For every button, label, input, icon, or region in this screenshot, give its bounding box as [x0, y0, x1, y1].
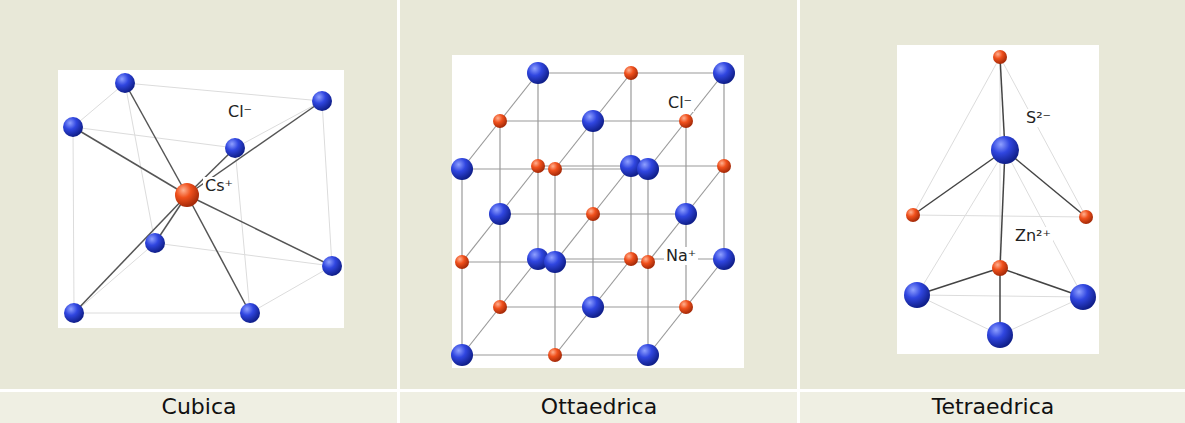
chloride-ion	[544, 251, 566, 273]
cell-ground	[400, 0, 797, 389]
caption-ground	[400, 392, 797, 423]
lattice-line	[593, 306, 686, 307]
caption-ground	[0, 392, 397, 423]
cell-ground	[0, 0, 397, 389]
lattice-line	[593, 213, 686, 214]
chloride-ion	[451, 158, 473, 180]
lattice-line	[500, 120, 593, 121]
lattice-line	[723, 166, 724, 259]
ion-label: Zn²⁺	[1013, 227, 1053, 245]
sodium-ion	[586, 207, 600, 221]
lattice-line	[630, 166, 631, 259]
sodium-ion	[717, 159, 731, 173]
ion-label: Cl⁻	[666, 94, 694, 112]
chloride-ion	[637, 344, 659, 366]
ion-label: Na⁺	[664, 247, 698, 265]
sodium-ion	[548, 348, 562, 362]
lattice-line	[593, 120, 686, 121]
cscl-structure	[63, 73, 342, 323]
sodium-ion	[624, 252, 638, 266]
cell-ground	[800, 0, 1185, 389]
lattice-line	[647, 262, 648, 355]
caption: Ottaedrica	[541, 395, 657, 419]
lattice-line	[461, 262, 462, 355]
zns-structure	[904, 50, 1096, 348]
caption-ground	[800, 392, 1185, 423]
lattice-line	[630, 73, 631, 166]
caption: Cubica	[162, 395, 237, 419]
chloride-ion	[713, 248, 735, 270]
chloride-ion	[582, 296, 604, 318]
lattice-line	[554, 169, 555, 262]
chloride-ion	[527, 62, 549, 84]
image-area	[58, 70, 344, 328]
sodium-ion	[641, 255, 655, 269]
chloride-ion	[582, 110, 604, 132]
ion-label: S²⁻	[1024, 109, 1053, 127]
ion-label: Cs⁺	[203, 177, 235, 195]
ion-label: Cl⁻	[226, 103, 254, 121]
lattice-line	[462, 354, 555, 355]
lattice-line	[647, 169, 648, 262]
lattice-line	[499, 214, 500, 307]
sodium-ion	[531, 159, 545, 173]
lattice-line	[592, 121, 593, 214]
image-area	[452, 55, 744, 368]
lattice-line	[499, 121, 500, 214]
lattice-line	[500, 213, 593, 214]
sodium-ion	[679, 114, 693, 128]
lattice-line	[555, 354, 648, 355]
chloride-ion	[489, 203, 511, 225]
lattice-line	[461, 169, 462, 262]
lattice-line	[592, 214, 593, 307]
lattice-line	[723, 73, 724, 166]
sodium-ion	[493, 114, 507, 128]
lattice-line	[538, 72, 631, 73]
lattice-line	[631, 72, 724, 73]
lattice-line	[685, 121, 686, 214]
lattice-line	[537, 166, 538, 259]
chloride-ion	[713, 62, 735, 84]
lattice-line	[537, 73, 538, 166]
sodium-ion	[624, 66, 638, 80]
lattice-line	[554, 262, 555, 355]
image-area	[897, 45, 1099, 354]
sodium-ion	[493, 300, 507, 314]
chloride-ion	[451, 344, 473, 366]
sodium-ion	[679, 300, 693, 314]
sodium-ion	[548, 162, 562, 176]
chloride-ion	[675, 203, 697, 225]
lattice-line	[500, 306, 593, 307]
chloride-ion	[637, 158, 659, 180]
caption: Tetraedrica	[932, 395, 1055, 419]
nacl-lattice	[451, 62, 735, 366]
sodium-ion	[455, 255, 469, 269]
